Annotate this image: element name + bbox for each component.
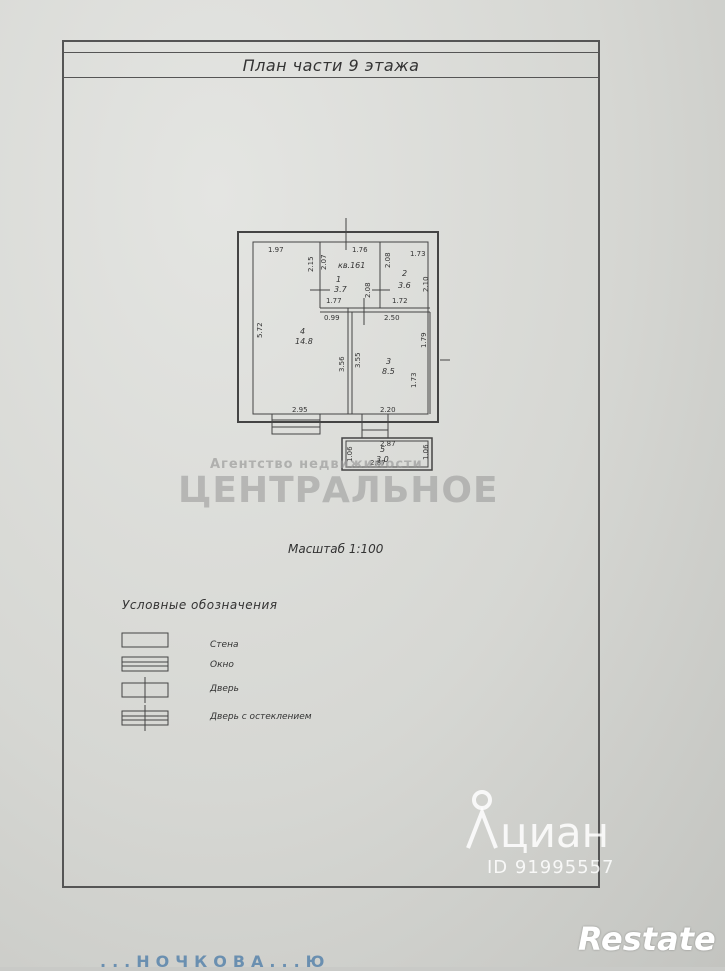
cian-pin-icon — [466, 790, 498, 849]
room-area: 3.7 — [334, 285, 348, 294]
dim-label: 1.73 — [410, 250, 426, 258]
restate-logo: Restate — [578, 920, 716, 958]
outer-wall — [237, 231, 439, 423]
dim-label: 1.76 — [352, 246, 368, 254]
dim-label: 0.99 — [324, 314, 340, 322]
legend-title: Условные обозначения — [122, 598, 278, 612]
dim-label: 2.95 — [292, 406, 308, 414]
dim-label: 5.72 — [256, 322, 264, 338]
inner-wall-outline — [252, 241, 429, 415]
dim-label: 3.55 — [354, 352, 362, 368]
plan-title: План части 9 этажа — [242, 56, 420, 75]
dim-label: 2.20 — [380, 406, 396, 414]
dim-label: 2.87 — [370, 459, 386, 467]
drawing-frame: План части 9 этажа — [62, 40, 600, 888]
dim-label: 1.72 — [392, 297, 408, 305]
legend-label-window: Окно — [210, 660, 234, 670]
cian-watermark: циан — [500, 808, 610, 857]
window — [361, 413, 389, 439]
dim-label: 1.06 — [346, 446, 354, 462]
agency-watermark-main: ЦЕНТРАЛЬНОЕ — [178, 470, 499, 511]
bottom-stamp-text: ...НОЧКОВА...Ю — [100, 952, 331, 971]
room-number: 3 — [386, 357, 391, 366]
dim-label: 2.50 — [384, 314, 400, 322]
dim-label: 1.77 — [326, 297, 342, 305]
legend-label-wall: Стена — [210, 640, 239, 650]
dim-label: 1.97 — [268, 246, 284, 254]
room-number: 1 — [336, 275, 341, 284]
dim-label: 2.07 — [320, 254, 328, 270]
legend-label-glass-door: Дверь с остеклением — [210, 712, 312, 722]
dim-label: 2.15 — [307, 256, 315, 272]
dim-label: 2.10 — [422, 276, 430, 292]
agency-watermark-top: Агентство недвижимости — [210, 457, 423, 472]
title-box: План части 9 этажа — [64, 52, 598, 78]
dim-label: 1.06 — [422, 444, 430, 460]
room-area: 14.8 — [295, 337, 313, 346]
dim-label: 2.08 — [364, 282, 372, 298]
legend-label-door: Дверь — [210, 684, 239, 694]
room-number: 4 — [300, 327, 305, 336]
legend-wall-symbol — [121, 632, 169, 648]
scale-label: Масштаб 1:100 — [288, 542, 384, 556]
room-area: 8.5 — [382, 367, 395, 376]
dim-label: 2.08 — [384, 252, 392, 268]
dim-label: 3.56 — [338, 356, 346, 372]
cian-id-watermark: ID 91995557 — [487, 857, 615, 878]
balcony-inner — [345, 440, 429, 468]
legend-window-symbol — [121, 656, 169, 672]
room-area: 3.6 — [398, 281, 411, 290]
room-number: 5 — [380, 445, 385, 454]
room-area: 3.0 — [376, 455, 389, 464]
apartment-label: кв.161 — [338, 261, 365, 270]
room-number: 2 — [402, 269, 407, 278]
dim-label: 2.87 — [380, 440, 396, 448]
window — [271, 413, 321, 435]
dim-label: 1.79 — [420, 332, 428, 348]
dim-label: 1.73 — [410, 372, 418, 388]
